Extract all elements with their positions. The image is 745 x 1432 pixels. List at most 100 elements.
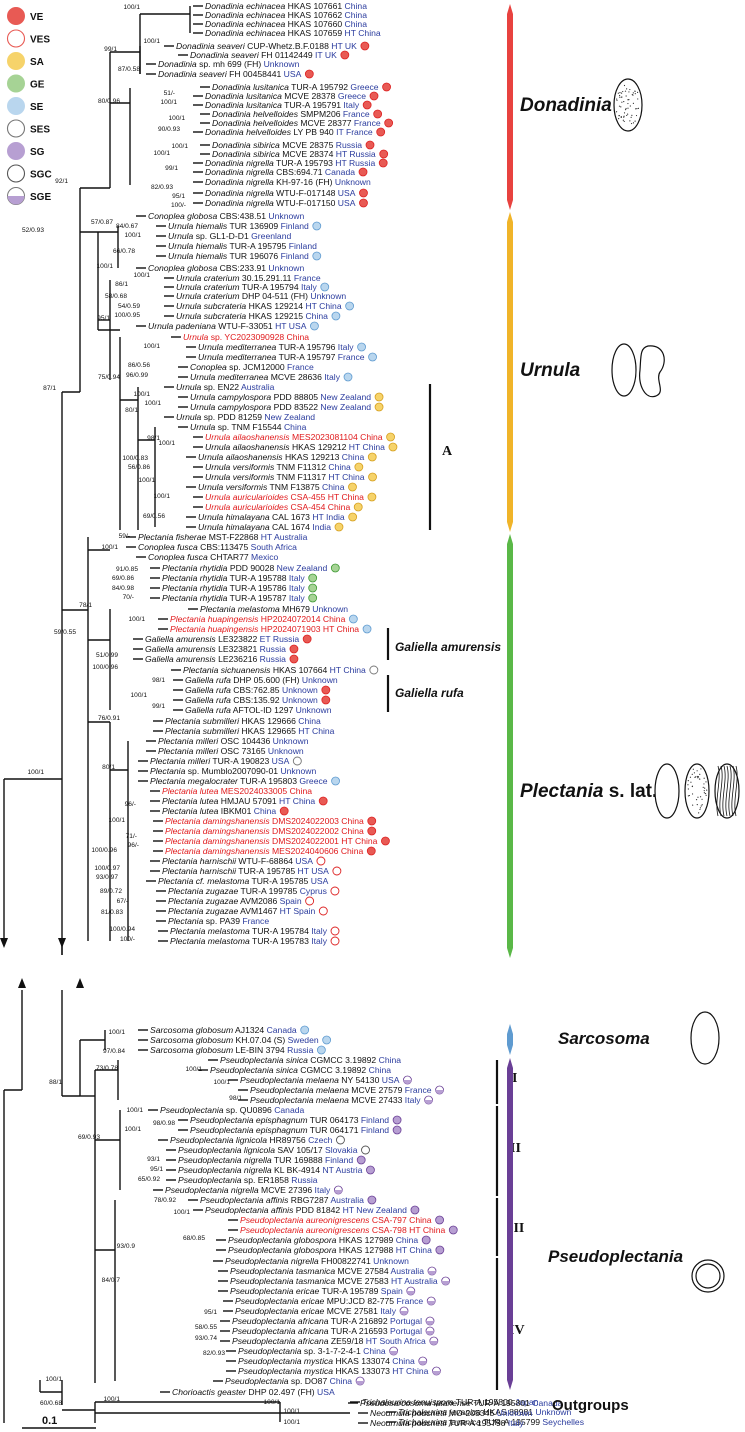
taxon-label: Pseudoplectania nigrella TUR 169888 Finl… (178, 1155, 353, 1165)
support-value: 100/1 (283, 1408, 300, 1415)
spore-dot (628, 91, 629, 92)
spore-dot (700, 807, 701, 808)
taxon-label: Sarcosoma globosum LE-BIN 3794 Russia (150, 1045, 314, 1055)
taxon-label: Pseudoplectania nigrella MCVE 27396 Ital… (165, 1185, 331, 1195)
habitat-marker (331, 927, 339, 935)
legend-label: SES (30, 125, 50, 136)
spore-dot (701, 805, 702, 806)
taxon-label: Pseudoplectania ericae MPU:JCD 82-775 Fr… (235, 1296, 423, 1306)
taxon-label: Plectania milleri OSC 73165 Unknown (158, 746, 304, 756)
support-value: 100/1 (45, 1376, 62, 1383)
support-value: 100/1 (158, 440, 175, 447)
support-value: 93/0.9 (117, 1243, 136, 1250)
legend-marker (8, 53, 25, 70)
habitat-marker (303, 635, 311, 643)
spore-dot (632, 94, 633, 95)
habitat-marker-half (426, 1331, 434, 1335)
support-value: 100/0.95 (114, 312, 140, 319)
habitat-marker (366, 1166, 374, 1174)
habitat-marker (368, 827, 376, 835)
taxon-label: Plectania huapingensis HP2024072014 Chin… (170, 614, 346, 624)
support-value: 59/- (119, 533, 130, 540)
spore-dot (692, 805, 693, 806)
habitat-marker (332, 312, 340, 320)
taxon-label: Urnula sp. GL1-D-D1 Greenland (168, 231, 291, 241)
spore-dot (625, 108, 626, 109)
support-value: 100/1 (103, 1396, 120, 1403)
habitat-marker (369, 353, 377, 361)
taxon-label: Pseudoplectania lignicola SAV 105/17 Slo… (178, 1145, 358, 1155)
taxon-label: Pseudoplectania aureonigrescens CSA-798 … (240, 1225, 445, 1235)
taxon-label: Sarcosoma globosum AJ1324 Canada (150, 1025, 297, 1035)
spore-dot (616, 111, 617, 112)
taxon-label: Plectania lutea MES2024033005 China (162, 786, 312, 796)
taxon-label: Pseudoplectania sp. QU0896 Canada (160, 1105, 305, 1115)
spore-dot (705, 793, 706, 794)
clade-bar (507, 212, 513, 532)
taxon-label: Urnula ailaoshanensis HKAS 129213 China (198, 452, 364, 462)
taxon-label: Plectania rhytidia TUR-A 195788 Italy (162, 573, 305, 583)
habitat-marker (301, 1026, 309, 1034)
support-value: 67/- (117, 898, 128, 905)
taxon-label: Urnula versiformis TNM F13875 China (198, 482, 345, 492)
spore-dot (618, 93, 619, 94)
support-value: 100/1 (27, 769, 44, 776)
taxon-label: Donadinia helvelloides LY PB 940 IT Fran… (205, 127, 373, 137)
legend-label: VE (30, 12, 44, 23)
spore-dot (700, 768, 701, 769)
habitat-marker (393, 1116, 401, 1124)
taxon-label: Sarcosoma globosum KH.07.04 (S) Sweden (150, 1035, 319, 1045)
taxon-label: Plectania huapingensis HP2024071903 HT C… (170, 624, 359, 634)
spore-dot (703, 787, 704, 788)
taxon-label: Urnula ailaoshanensis MES2023081104 Chin… (205, 432, 383, 442)
habitat-marker (280, 807, 288, 815)
taxon-label: Conoplea fusca CBS:113475 South Africa (138, 542, 297, 552)
spore-dot (703, 783, 704, 784)
clade-bar (507, 1024, 513, 1055)
support-value: 57/0.87 (91, 219, 113, 226)
habitat-marker-half (407, 1291, 415, 1295)
spore-dot (699, 809, 700, 810)
habitat-marker (317, 857, 325, 865)
spore-dot (618, 118, 619, 119)
taxon-label: Pseudoplectania mystica HKAS 133074 Chin… (238, 1356, 415, 1366)
taxon-label: Donadinia echinacea HKAS 107659 HT China (205, 28, 381, 38)
habitat-marker (336, 1136, 344, 1144)
clade-label: Urnula (520, 360, 581, 381)
habitat-marker (368, 493, 376, 501)
legend: VEVESSAGESESESSGSGCSGE (8, 8, 52, 205)
taxon-label: Urnula subcrateria HKAS 129214 HT China (176, 301, 342, 311)
spore-dot (690, 782, 691, 783)
support-value: 100/1 (153, 493, 170, 500)
support-value: 96/- (125, 801, 136, 808)
taxon-label: Urnula hiemalis TUR 196076 Finland (168, 251, 309, 261)
taxon-label: Plectania megalocrater TUR-A 195803 Gree… (150, 776, 328, 786)
habitat-marker (355, 463, 363, 471)
spore-dot (629, 120, 630, 121)
taxon-label: Plectania submilleri HKAS 129666 China (165, 716, 321, 726)
support-value: 100/0.94 (109, 926, 135, 933)
donadinia-spore-icon (614, 79, 642, 131)
taxon-label: Urnula mediterranea MCVE 28636 Italy (190, 372, 341, 382)
clade-bar (507, 1058, 513, 1390)
spore-dot (633, 122, 634, 123)
habitat-marker (436, 1216, 444, 1224)
spore-dot (689, 795, 690, 796)
habitat-marker (322, 696, 330, 704)
taxon-label: Plectania sp. PA39 France (168, 916, 269, 926)
sarcosoma-spore-icon (691, 1012, 719, 1064)
habitat-marker (361, 42, 369, 50)
spore-dot (687, 784, 688, 785)
habitat-marker (383, 83, 391, 91)
support-value: 100/1 (173, 1209, 190, 1216)
taxon-label: Pseudoplectania affinis RBG7287 Australi… (200, 1195, 364, 1205)
urnula-curved-spore-icon (640, 346, 665, 397)
spore-dot (636, 108, 637, 109)
taxon-label: Pseudoplectania nigrella FH00822741 Unkn… (225, 1256, 409, 1266)
habitat-marker (381, 837, 389, 845)
taxon-label: Neournula pouchetii TUR-A 195798 Italy (370, 1418, 524, 1428)
support-value: 80/0.96 (98, 98, 120, 105)
spore-dot (634, 121, 635, 122)
taxon-label: Urnula versiformis TNM F11317 HT China (205, 472, 365, 482)
